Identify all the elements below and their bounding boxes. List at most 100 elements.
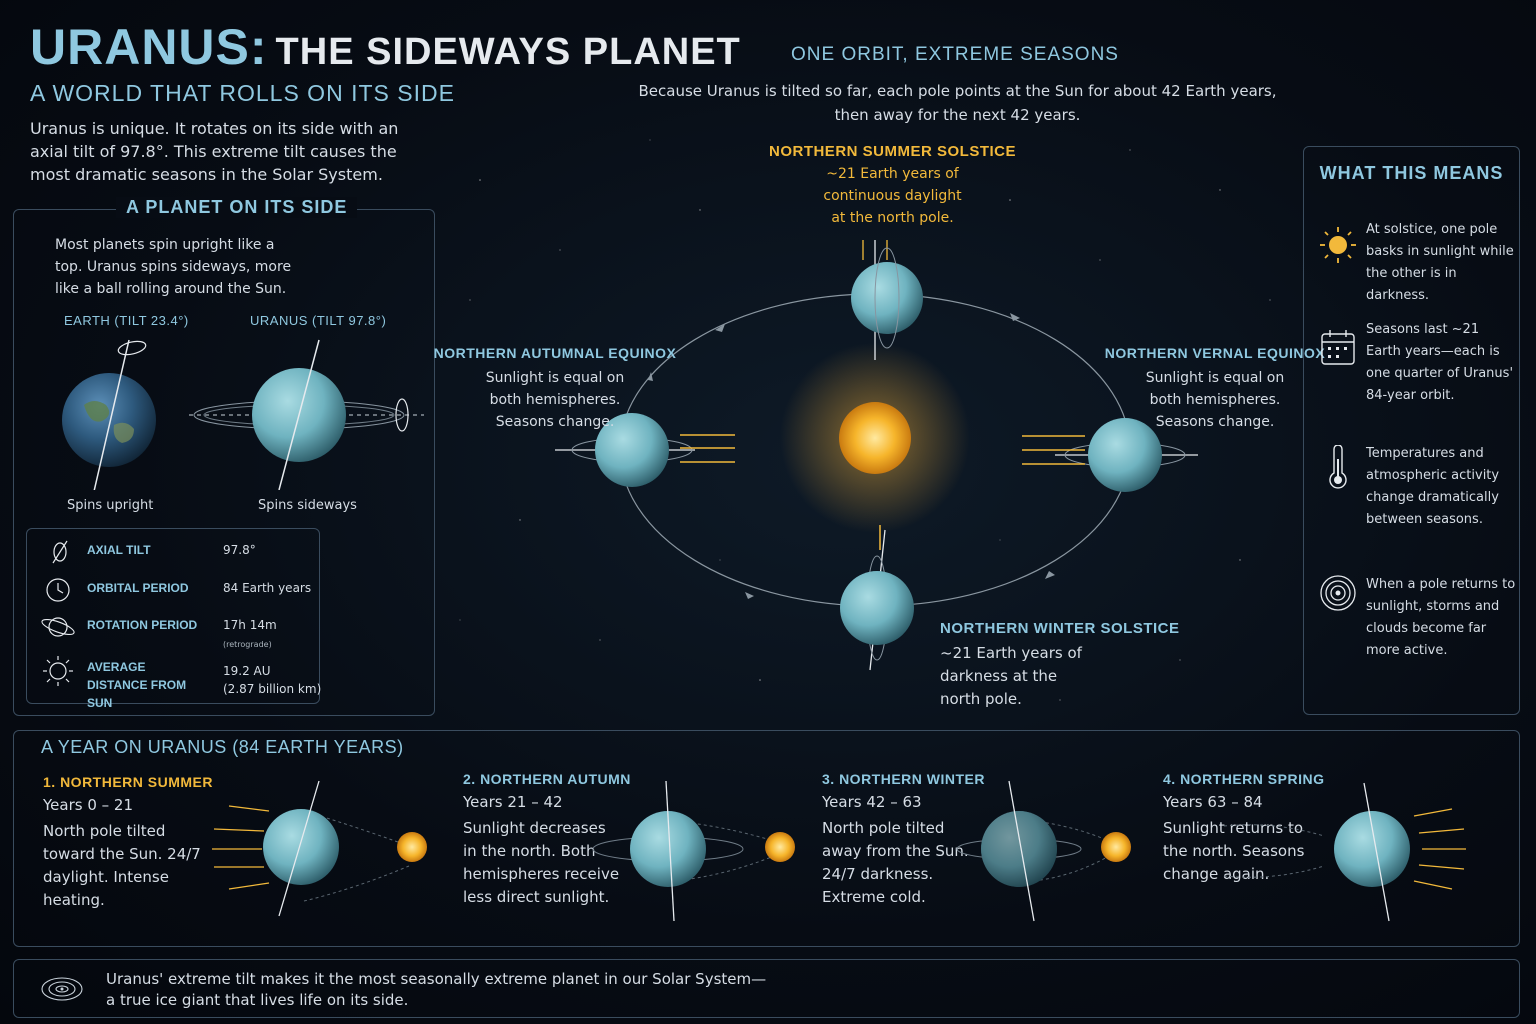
season-summer: 1. NORTHERN SUMMER Years 0 – 21 North po…: [43, 774, 213, 912]
vernal-equinox-label: NORTHERN VERNAL EQUINOX Sunlight is equa…: [1090, 345, 1340, 433]
autumn-planet: [555, 413, 735, 487]
means-title: WHAT THIS MEANS: [1319, 163, 1504, 183]
uranus-caption: Spins sideways: [258, 498, 357, 513]
stat-label: ORBITAL PERIOD: [87, 581, 189, 595]
stat-value: 84 Earth years: [223, 581, 312, 595]
rotation-note: (retrograde): [223, 640, 272, 649]
footer-text: Uranus' extreme tilt makes it the most s…: [106, 969, 766, 1011]
year-title: A YEAR ON URANUS (84 EARTH YEARS): [41, 737, 404, 757]
earth-label: EARTH (TILT 23.4°): [64, 313, 189, 328]
vernal-planet: [1022, 418, 1198, 492]
autumn-line: Seasons change.: [495, 414, 615, 430]
orbit-direction-arrows: [648, 313, 1055, 599]
season-title: 4. NORTHERN SPRING: [1163, 771, 1325, 787]
spiral-galaxy-icon: [41, 977, 83, 1001]
stat-label: ROTATION PERIOD: [87, 618, 198, 632]
orbit-text-line1: Because Uranus is tilted so far, each po…: [638, 82, 1277, 100]
panel-title: A PLANET ON ITS SIDE: [116, 197, 358, 218]
season-years: Years 21 – 42: [463, 793, 563, 811]
winter-line: ~21 Earth years of: [940, 644, 1082, 662]
season-years: Years 0 – 21: [43, 796, 134, 814]
season-desc: Sunlight returns to the north. Seasons c…: [1163, 819, 1305, 883]
vernal-title: NORTHERN VERNAL EQUINOX: [1104, 345, 1326, 361]
page-subtitle: A WORLD THAT ROLLS ON ITS SIDE: [30, 80, 455, 106]
winter-line: darkness at the: [940, 667, 1058, 685]
season-title: 2. NORTHERN AUTUMN: [463, 771, 631, 787]
season-winter: 3. NORTHERN WINTER Years 42 – 63 North p…: [822, 771, 985, 909]
stats-box: AXIAL TILT 97.8° ORBITAL PERIOD 84 Earth…: [26, 528, 321, 710]
autumn-line: both hemispheres.: [489, 392, 621, 408]
uranus-label: URANUS (TILT 97.8°): [250, 313, 387, 328]
footer-banner: Uranus' extreme tilt makes it the most s…: [13, 959, 1520, 1018]
rotation-icon: [41, 617, 75, 637]
calendar-icon: [1321, 330, 1355, 365]
earth-icon: [62, 339, 156, 490]
autumn-text: Sunlight is equal on both hemispheres. S…: [430, 367, 680, 433]
means-item: Seasons last ~21 Earth years—each is one…: [1366, 322, 1514, 403]
stat-value-distance: 19.2 AU (2.87 billion km): [223, 662, 323, 698]
spring-illustration: [1223, 782, 1466, 922]
stat-row-axial-tilt: AXIAL TILT 97.8°: [27, 533, 317, 569]
title-uranus: URANUS:: [30, 19, 268, 75]
distance-value: 19.2 AU: [223, 664, 271, 678]
season-years: Years 42 – 63: [822, 793, 922, 811]
summer-solstice-label: NORTHERN SUMMER SOLSTICE ~21 Earth years…: [760, 143, 1025, 229]
season-title: 1. NORTHERN SUMMER: [43, 774, 214, 790]
means-item: At solstice, one pole basks in sunlight …: [1366, 222, 1514, 303]
season-illustrations: [212, 780, 1466, 922]
orbit-title: ONE ORBIT, EXTREME SEASONS: [791, 44, 1119, 65]
vernal-line: both hemispheres.: [1149, 392, 1281, 408]
season-title: 3. NORTHERN WINTER: [822, 771, 985, 787]
summer-line: continuous daylight: [823, 188, 962, 204]
earth-caption: Spins upright: [67, 498, 154, 513]
panel-text: Most planets spin upright like a top. Ur…: [55, 237, 292, 297]
autumn-line: Sunlight is equal on: [485, 370, 625, 386]
stat-row-rotation-period: ROTATION PERIOD 17h 14m (retrograde): [27, 608, 317, 649]
stat-label: AVERAGE DISTANCE FROM SUN: [87, 660, 187, 710]
summer-line: at the north pole.: [831, 210, 954, 226]
axial-tilt-icon: [52, 540, 68, 564]
season-desc: North pole tilted toward the Sun. 24/7 d…: [43, 822, 201, 909]
tilt-comparison-illustration: [62, 339, 424, 490]
distance-note: (2.87 billion km): [223, 682, 322, 696]
season-desc: North pole tilted away from the Sun. 24/…: [822, 819, 969, 906]
stat-value: 97.8°: [223, 543, 256, 557]
sun-icon: [839, 402, 911, 474]
season-desc: Sunlight decreases in the north. Both he…: [463, 819, 620, 906]
season-years: Years 63 – 84: [1163, 793, 1263, 811]
winter-planet: [840, 525, 914, 671]
orbit-diagram: [555, 240, 1198, 671]
orbit-text-line2: then away for the next 42 years.: [834, 106, 1081, 124]
clock-icon: [46, 578, 70, 602]
storm-icon: [1320, 575, 1356, 611]
title-rest: THE SIDEWAYS PLANET: [275, 31, 741, 73]
winter-line: north pole.: [940, 690, 1022, 708]
vernal-text: Sunlight is equal on both hemispheres. S…: [1090, 367, 1340, 433]
summer-illustration: [212, 780, 427, 917]
thermometer-icon: [1329, 445, 1347, 489]
sun-icon: [43, 656, 73, 686]
means-item: When a pole returns to sunlight, storms …: [1366, 577, 1516, 658]
autumn-title: NORTHERN AUTUMNAL EQUINOX: [433, 345, 677, 361]
summer-planet: [851, 240, 923, 360]
winter-title: NORTHERN WINTER SOLSTICE: [940, 620, 1180, 637]
vernal-line: Sunlight is equal on: [1145, 370, 1285, 386]
vernal-line: Seasons change.: [1155, 414, 1275, 430]
stat-label: AXIAL TILT: [87, 543, 151, 557]
rotation-value: 17h 14m: [223, 618, 277, 632]
footer-line1: Uranus' extreme tilt makes it the most s…: [106, 970, 767, 988]
orbit-description: Because Uranus is tilted so far, each po…: [620, 79, 1295, 127]
year-on-uranus-panel: A YEAR ON URANUS (84 EARTH YEARS) 1. NOR…: [13, 730, 1520, 947]
stat-row-distance: AVERAGE DISTANCE FROM SUN 19.2 AU (2.87 b…: [27, 646, 321, 710]
page-title: URANUS:THE SIDEWAYS PLANET: [30, 18, 741, 76]
winter-solstice-label: NORTHERN WINTER SOLSTICE ~21 Earth years…: [940, 620, 1200, 711]
season-autumn: 2. NORTHERN AUTUMN Years 21 – 42 Sunligh…: [463, 771, 631, 909]
stat-row-orbital-period: ORBITAL PERIOD 84 Earth years: [27, 571, 317, 607]
autumn-illustration: [592, 780, 795, 922]
winter-text: ~21 Earth years of darkness at the north…: [940, 642, 1200, 711]
sun-icon: [1320, 227, 1356, 263]
winter-illustration: [956, 780, 1131, 922]
autumnal-equinox-label: NORTHERN AUTUMNAL EQUINOX Sunlight is eq…: [430, 345, 680, 433]
what-this-means-panel: WHAT THIS MEANS At solstice, one pole ba…: [1303, 146, 1520, 715]
